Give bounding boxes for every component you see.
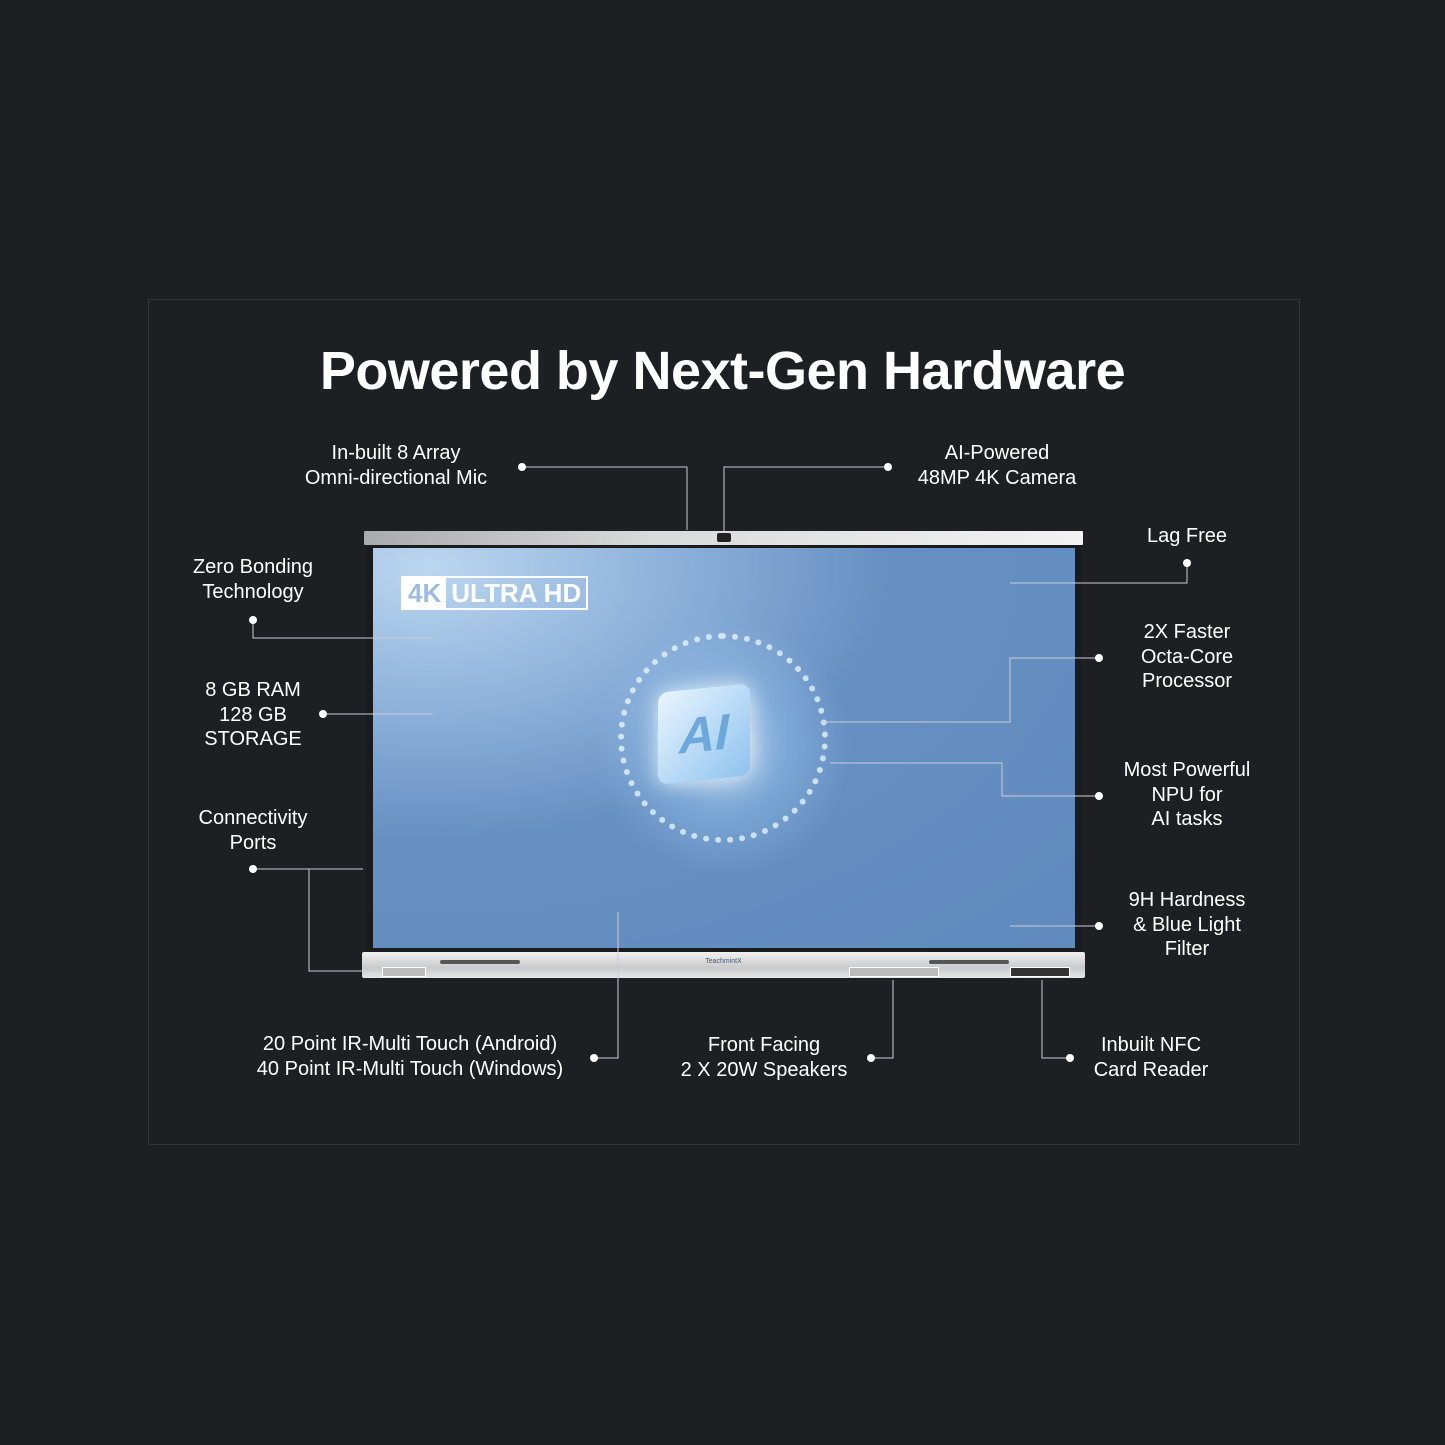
label-line: Filter — [1164, 938, 1210, 960]
label-line: 2X Faster — [1143, 621, 1231, 643]
nfc-reader — [1010, 967, 1070, 977]
badge-4k: 4K — [403, 578, 447, 608]
label-line: Most Powerful — [1123, 759, 1251, 781]
speaker-right — [929, 960, 1009, 964]
label-line: & Blue Light — [1133, 913, 1241, 936]
label-line: Technology — [202, 580, 304, 603]
infographic-frame — [148, 299, 1300, 1145]
label-line: Card Reader — [1093, 1058, 1209, 1081]
label-line: Zero Bonding — [192, 556, 314, 578]
touch-pen-tray — [849, 967, 939, 977]
label-line: STORAGE — [204, 728, 302, 750]
label-line: 8 GB RAM — [205, 679, 301, 701]
label-line: 20 Point IR-Multi Touch (Android) — [262, 1033, 558, 1055]
speaker-left — [440, 960, 520, 964]
label-lag-free: Lag Free — [1147, 524, 1227, 549]
label-line: Connectivity — [198, 807, 308, 829]
label-touch: 20 Point IR-Multi Touch (Android)40 Poin… — [257, 1032, 563, 1081]
badge-ultra-hd: ULTRA HD — [451, 578, 582, 608]
label-line: Processor — [1141, 670, 1233, 692]
label-line: 40 Point IR-Multi Touch (Windows) — [256, 1057, 564, 1080]
label-line: 2 X 20W Speakers — [680, 1058, 848, 1081]
label-line: Ports — [229, 831, 277, 854]
connectivity-ports — [382, 967, 426, 977]
ai-ring — [618, 633, 828, 843]
label-line: Omni-directional Mic — [304, 466, 488, 489]
page-title: Powered by Next-Gen Hardware — [319, 341, 1126, 401]
label-line: 48MP 4K Camera — [917, 466, 1077, 489]
label-line: AI-Powered — [944, 442, 1050, 464]
label-line: Front Facing — [707, 1034, 821, 1056]
label-line: NPU for — [1151, 783, 1223, 806]
label-line: In-built 8 Array — [331, 442, 461, 464]
label-line: 128 GB — [219, 703, 287, 726]
label-line: Inbuilt NFC — [1100, 1034, 1202, 1056]
4k-ultra-hd-badge: 4K ULTRA HD — [401, 576, 589, 610]
camera-icon — [717, 533, 731, 542]
display-screen: 4K ULTRA HD AI — [373, 548, 1075, 948]
label-line: Lag Free — [1146, 525, 1228, 547]
label-line: AI tasks — [1151, 808, 1223, 830]
label-line: Octa-Core — [1140, 645, 1234, 668]
brand-logo: TeachmintX — [705, 958, 742, 965]
bottom-bezel: TeachmintX — [362, 952, 1085, 978]
label-line: 9H Hardness — [1128, 889, 1246, 911]
